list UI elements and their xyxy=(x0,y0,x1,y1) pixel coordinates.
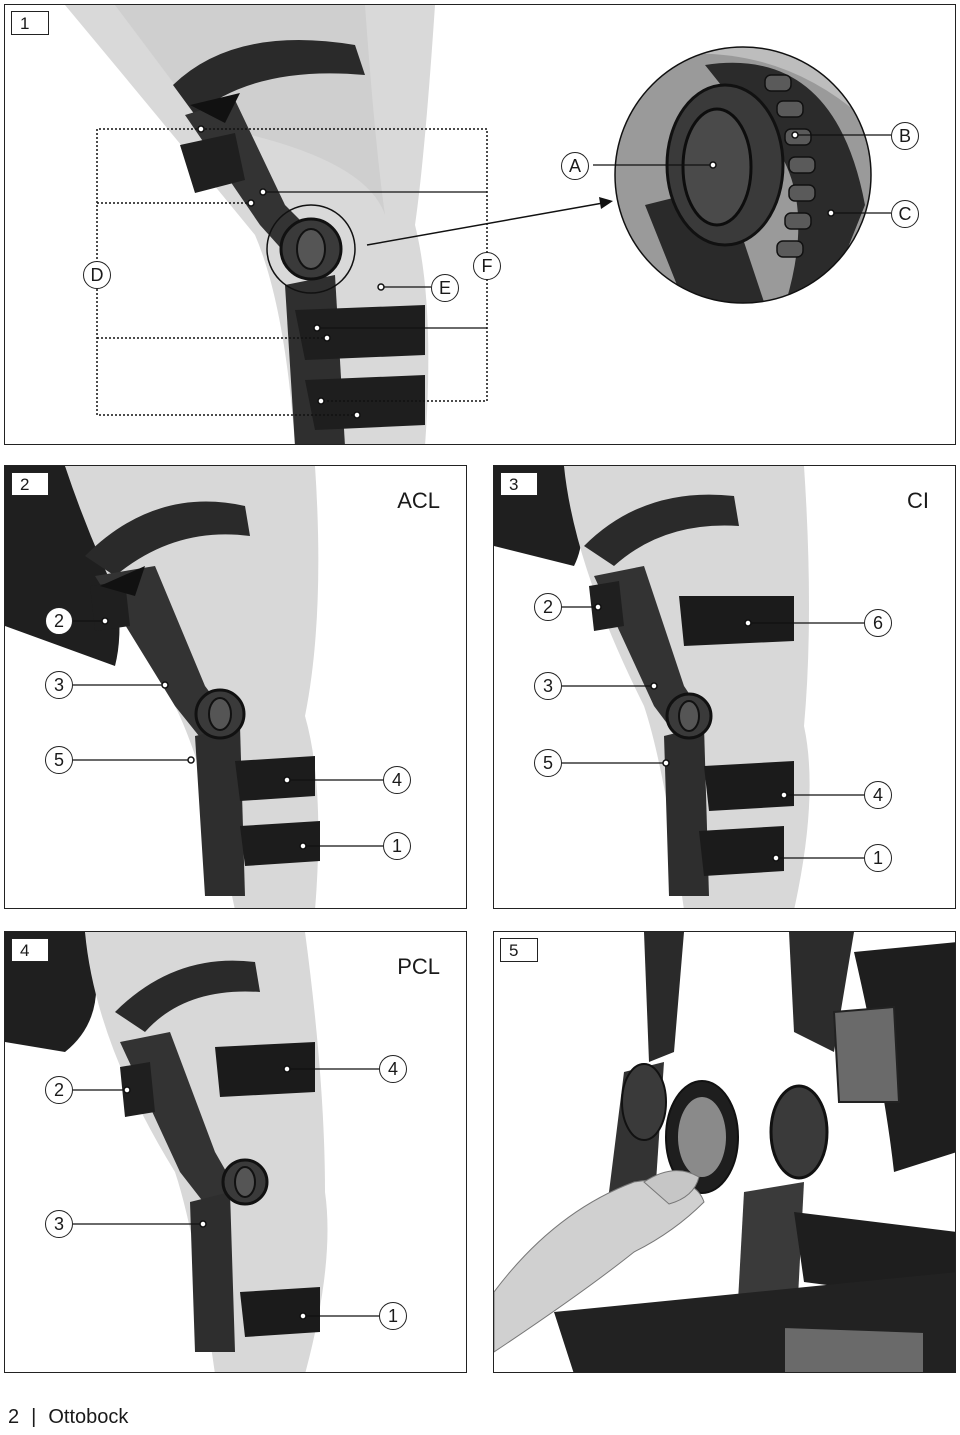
figure-5-illustration xyxy=(494,932,955,1372)
page-number: 2 xyxy=(8,1406,20,1428)
callout-4: 4 xyxy=(864,781,892,809)
brace-type-label: ACL xyxy=(397,488,440,513)
figure-4: 4 PCL 4 2 3 1 xyxy=(4,931,467,1373)
callout-5: 5 xyxy=(45,746,73,774)
callout-b: B xyxy=(891,122,919,150)
callout-4: 4 xyxy=(379,1055,407,1083)
callout-2: 2 xyxy=(45,607,73,635)
figure-number: 2 xyxy=(11,472,49,496)
brace-type-label: CI xyxy=(907,488,929,513)
figure-3: 3 CI 2 6 3 5 4 1 xyxy=(493,465,956,909)
brand-name: Ottobock xyxy=(48,1406,129,1428)
callout-3: 3 xyxy=(534,672,562,700)
callout-5: 5 xyxy=(534,749,562,777)
page-footer: 2 | Ottobock xyxy=(8,1406,128,1429)
figure-number: 4 xyxy=(11,938,49,962)
figure-2-illustration xyxy=(5,466,383,908)
figure-5: 5 xyxy=(493,931,956,1373)
figure-number: 3 xyxy=(500,472,538,496)
figure-number: 5 xyxy=(500,938,538,962)
callout-a: A xyxy=(561,152,589,180)
callout-f: F xyxy=(473,252,501,280)
callout-4: 4 xyxy=(383,766,411,794)
footer-divider: | xyxy=(31,1406,37,1428)
callout-c: C xyxy=(891,200,919,228)
callout-3: 3 xyxy=(45,1210,73,1238)
figure-4-illustration xyxy=(5,932,379,1372)
figure-number: 1 xyxy=(11,11,49,35)
figure-1-illustration xyxy=(65,5,891,444)
figure-1: 1 A B C D E F xyxy=(4,4,956,445)
callout-1: 1 xyxy=(379,1302,407,1330)
callout-1: 1 xyxy=(383,832,411,860)
callout-1: 1 xyxy=(864,844,892,872)
figure-3-illustration xyxy=(494,466,864,908)
callout-2: 2 xyxy=(45,1076,73,1104)
callout-6: 6 xyxy=(864,609,892,637)
callout-d: D xyxy=(83,261,111,289)
figure-2: 2 ACL 2 3 5 4 1 xyxy=(4,465,467,909)
brace-type-label: PCL xyxy=(397,954,440,979)
callout-3: 3 xyxy=(45,671,73,699)
callout-2: 2 xyxy=(534,593,562,621)
callout-e: E xyxy=(431,274,459,302)
